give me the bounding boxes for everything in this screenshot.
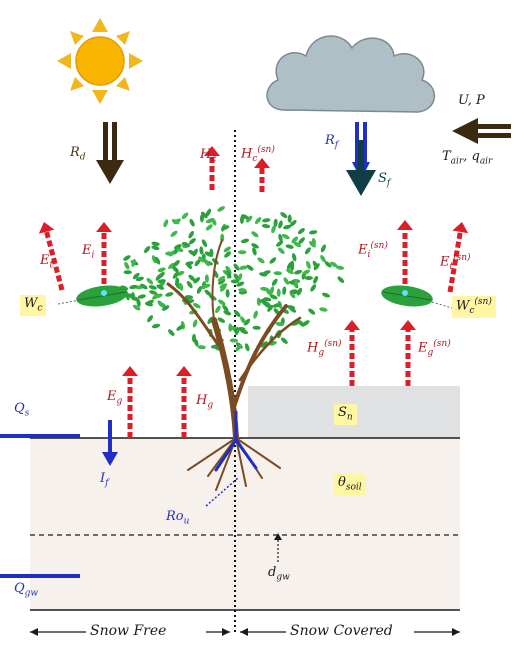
- arrow-hg-sn: [344, 320, 360, 386]
- label-ei-sn: Ei(sn): [358, 241, 388, 260]
- label-wc: Wc: [20, 295, 47, 316]
- label-sf: Sf: [378, 171, 391, 189]
- leaf-icon-left: [76, 285, 128, 307]
- label-sn: Sn: [334, 404, 357, 425]
- label-et-sn: Et(sn): [440, 253, 471, 272]
- label-tair-qair: Tair, qair: [442, 149, 493, 167]
- soil-layer: [30, 438, 460, 610]
- label-et: Et: [40, 253, 54, 271]
- cloud-icon: [266, 35, 435, 113]
- rou-pointer: [205, 477, 239, 507]
- label-snow-covered: Snow Covered: [290, 623, 393, 639]
- label-hc: Hc: [200, 147, 217, 165]
- label-snow-free: Snow Free: [90, 623, 167, 639]
- wind-arrow: [452, 118, 511, 144]
- arrow-ei: [96, 222, 112, 284]
- label-hc-sn: Hc(sn): [241, 145, 275, 164]
- label-rd: Rd: [70, 145, 86, 163]
- sun-icon: [57, 18, 143, 104]
- label-ei: Ei: [82, 243, 95, 261]
- label-wc-sn: Wc(sn): [452, 296, 496, 318]
- label-dgw: dgw: [268, 565, 290, 583]
- wcsn-pointer: [431, 301, 453, 309]
- dgw-arrowhead: [274, 533, 282, 540]
- arrow-hc-sn: [254, 158, 270, 192]
- label-eg: Eg: [107, 389, 123, 407]
- arrow-et-sn: [447, 222, 469, 293]
- label-wind: U, P: [458, 93, 485, 108]
- label-theta-soil: θsoil: [334, 474, 366, 495]
- arrow-eg: [122, 366, 138, 438]
- label-qs: Qs: [14, 401, 30, 419]
- label-rf: Rf: [325, 133, 339, 151]
- label-eg-sn: Eg(sn): [418, 339, 451, 358]
- label-if: If: [100, 471, 109, 489]
- arrow-hg: [176, 366, 192, 438]
- arrow-et: [38, 222, 65, 291]
- label-rou: Rou: [166, 509, 190, 527]
- arrow-ei-sn: [397, 220, 413, 284]
- label-qgw: Qgw: [14, 581, 39, 599]
- label-hg: Hg: [196, 393, 214, 411]
- tree-icon: [120, 206, 345, 491]
- sf-arrow: [346, 140, 376, 196]
- label-hg-sn: Hg(sn): [307, 339, 342, 358]
- if-arrow: [102, 420, 118, 466]
- arrow-hc: [204, 146, 220, 190]
- arrow-eg-sn: [400, 320, 416, 386]
- leaf-icon-right: [381, 285, 433, 307]
- rd-arrow: [96, 122, 124, 184]
